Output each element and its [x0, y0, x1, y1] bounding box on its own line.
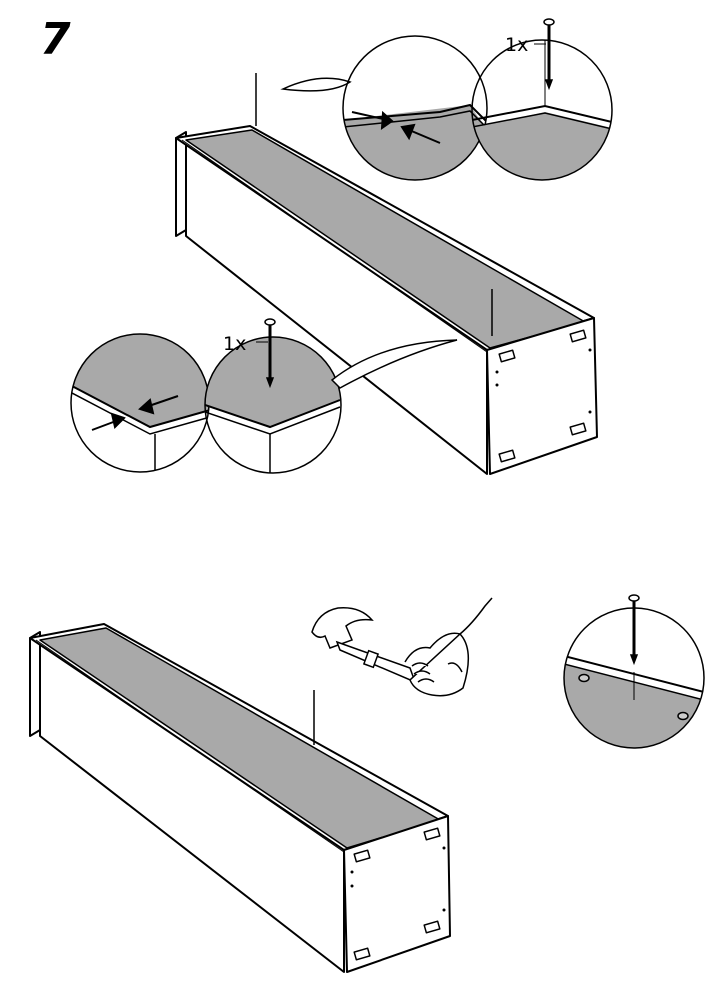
detail-circle-nail-driven — [563, 594, 705, 749]
detail-circle-nail-top — [471, 18, 613, 181]
nail-count-top: 1x — [505, 34, 528, 56]
alignment-arrows-icon — [351, 110, 441, 144]
hand-icon — [404, 597, 493, 697]
callout-connector-middle — [330, 339, 458, 389]
alignment-arrows-icon — [91, 395, 179, 431]
hammer-icon — [311, 607, 417, 684]
detail-circle-nail-middle — [204, 318, 342, 474]
nail-count-middle: 1x — [223, 333, 246, 355]
detail-circle-alignment-middle — [70, 333, 210, 473]
step-number: 7 — [40, 14, 71, 65]
cabinet-bottom — [29, 623, 451, 973]
nail-icon — [628, 594, 640, 666]
cabinet-top — [175, 73, 598, 475]
nail-icon — [543, 18, 555, 91]
callout-connector-top — [280, 77, 352, 92]
nail-icon — [264, 318, 276, 389]
detail-circle-alignment-top — [342, 35, 488, 181]
